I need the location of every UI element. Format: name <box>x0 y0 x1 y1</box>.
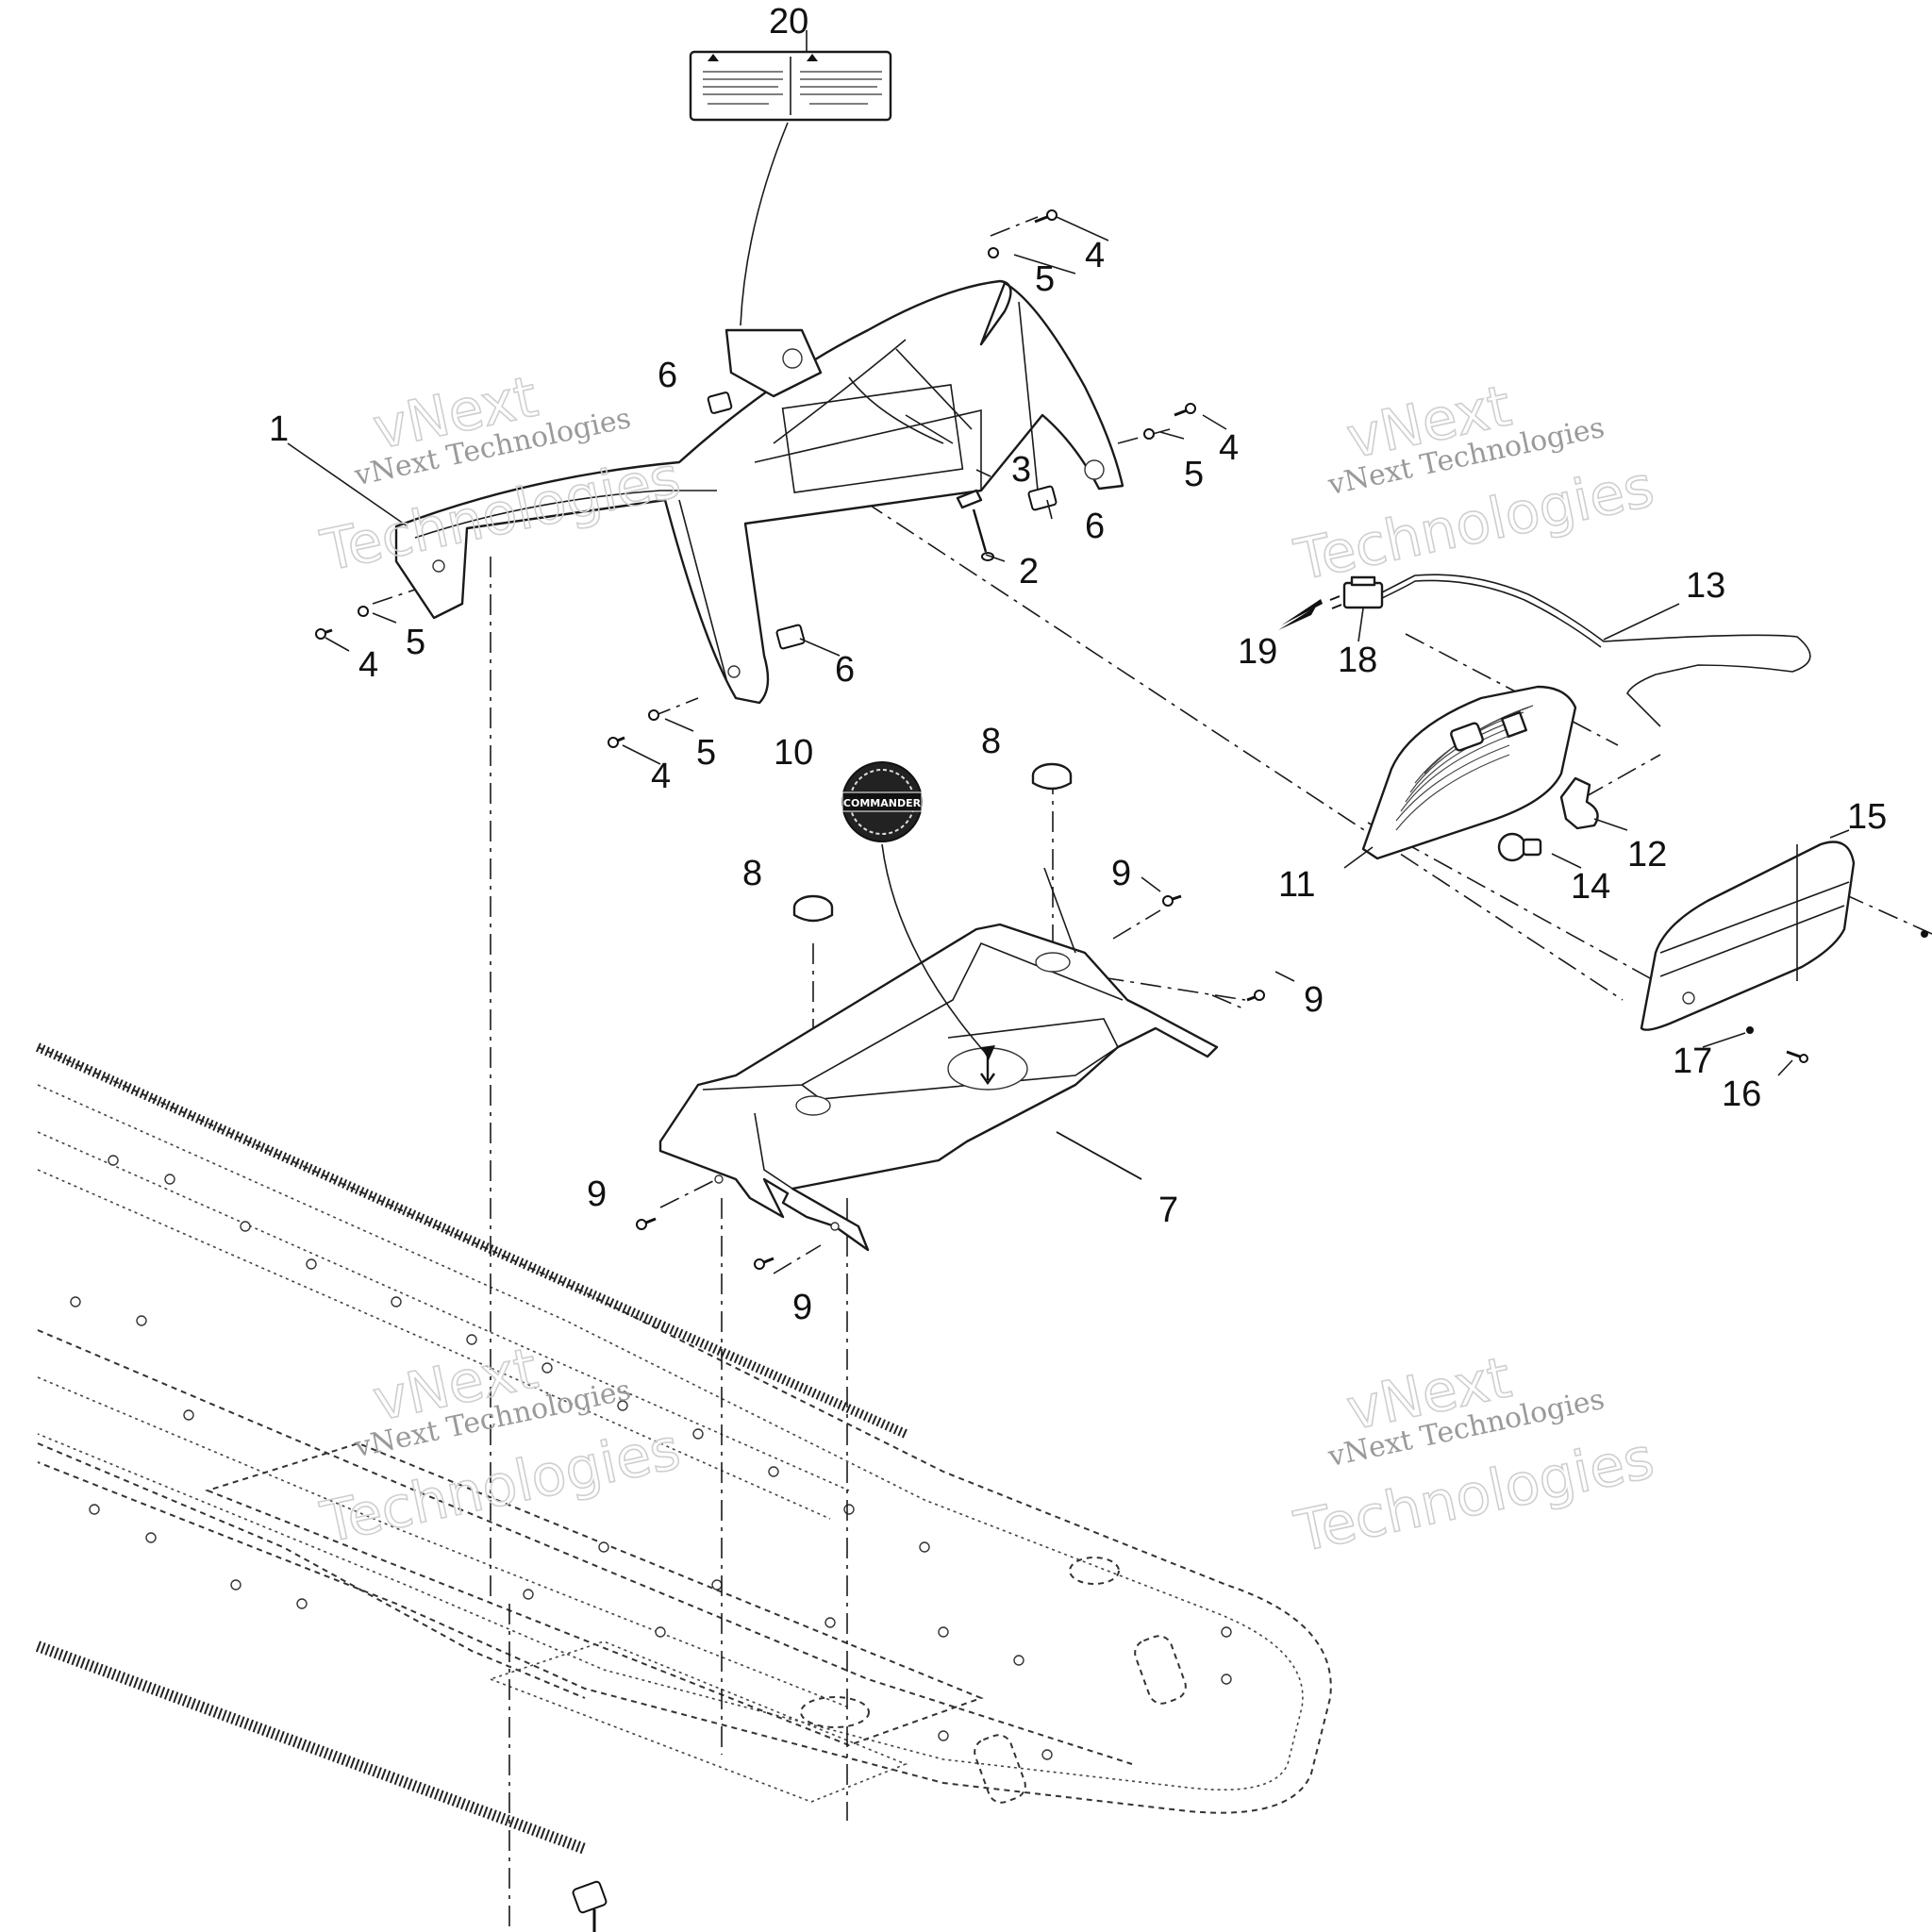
callout-9-top: 9 <box>1111 854 1131 893</box>
callout-5-top: 5 <box>1035 259 1055 299</box>
taillight-housing <box>1361 685 1577 860</box>
callout-5-right: 5 <box>1184 455 1204 494</box>
screws <box>315 209 1928 1932</box>
callout-6-mid: 6 <box>835 650 855 690</box>
watermark-bottom-left: vNext vNext Technologies Technologies <box>315 1335 687 1557</box>
callout-14: 14 <box>1571 867 1610 907</box>
callout-12: 12 <box>1627 835 1667 874</box>
watermark-top-left: vNext vNext Technologies Technologies <box>315 363 687 586</box>
callout-6-top: 6 <box>658 356 677 395</box>
callout-10: 10 <box>774 733 813 773</box>
bulb <box>1497 832 1542 862</box>
callout-7: 7 <box>1158 1191 1178 1230</box>
callout-15: 15 <box>1847 797 1887 837</box>
rear-cover <box>658 923 1219 1252</box>
bolts <box>707 391 1058 650</box>
callout-8-left: 8 <box>742 854 762 893</box>
callout-9-left: 9 <box>587 1174 607 1214</box>
callout-3: 3 <box>1011 450 1031 490</box>
callout-16: 16 <box>1722 1074 1761 1114</box>
callout-19: 19 <box>1238 632 1277 672</box>
terminal-pins <box>1278 595 1342 630</box>
emblem-label: COMMANDER <box>843 797 922 809</box>
bulb-socket <box>1559 776 1599 830</box>
callout-4-right: 4 <box>1219 428 1239 468</box>
callout-9-right: 9 <box>1304 980 1324 1020</box>
callout-2: 2 <box>1019 552 1039 591</box>
washers <box>358 247 1155 721</box>
callout-4-left: 4 <box>358 645 378 685</box>
plugs <box>792 762 1073 923</box>
connector <box>1342 575 1384 609</box>
callout-6-right: 6 <box>1085 507 1105 546</box>
warning-decal <box>689 50 892 326</box>
callout-1: 1 <box>269 409 289 449</box>
callout-13: 13 <box>1686 566 1725 606</box>
callout-4-bottom: 4 <box>651 757 671 796</box>
callout-8-right: 8 <box>981 722 1001 761</box>
callout-11: 11 <box>1278 865 1315 905</box>
assembly-lines <box>372 216 1932 1932</box>
callout-9-bottom: 9 <box>792 1288 812 1327</box>
watermark-bottom-right: vNext vNext Technologies Technologies <box>1289 1344 1660 1567</box>
leader-lines <box>287 30 1850 1180</box>
watermark-top-right: vNext vNext Technologies Technologies <box>1289 373 1660 595</box>
callout-5-left: 5 <box>406 623 425 662</box>
callout-20: 20 <box>769 2 808 42</box>
callout-4-top: 4 <box>1085 236 1105 275</box>
callout-5-bottom: 5 <box>696 733 716 773</box>
taillight-lens <box>1640 841 1856 1031</box>
chassis-outline <box>35 1042 1332 1855</box>
callout-numbers: 1 2 3 4 4 4 4 5 5 5 5 6 6 6 7 8 8 9 9 9 … <box>269 2 1887 1327</box>
callout-18: 18 <box>1338 641 1377 680</box>
callout-17: 17 <box>1673 1041 1712 1081</box>
wiring-harness <box>1379 574 1811 752</box>
rear-grab-handle <box>394 279 1124 705</box>
clip-and-fastener <box>956 489 994 561</box>
commander-emblem: COMMANDER <box>841 761 995 1060</box>
